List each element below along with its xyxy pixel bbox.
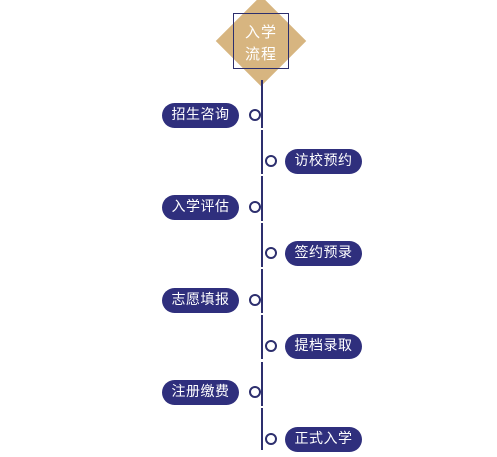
step-pill-3: 入学评估 <box>162 195 239 221</box>
header-title-line-2: 流程 <box>244 45 277 63</box>
step-pill-8: 正式入学 <box>285 426 362 452</box>
timeline-segment <box>261 222 263 267</box>
step-pill-6: 提档录取 <box>285 334 362 359</box>
timeline-segment <box>261 80 263 128</box>
timeline-node-marker <box>249 201 261 214</box>
timeline-node-marker <box>249 386 261 399</box>
timeline-node-marker <box>249 293 261 306</box>
step-pill-1: 招生咨询 <box>162 102 239 128</box>
timeline-segment <box>261 361 263 406</box>
header-frame <box>233 13 289 69</box>
timeline-segment <box>261 268 263 314</box>
timeline-node-marker <box>265 432 277 445</box>
timeline-node-marker <box>265 340 277 352</box>
step-pill-2: 访校预约 <box>285 148 362 174</box>
timeline-segment <box>261 315 263 360</box>
timeline-segment <box>261 176 263 221</box>
header-title: 入学 流程 <box>231 18 291 68</box>
timeline-segment <box>261 130 263 175</box>
step-pill-5: 志愿填报 <box>162 287 239 313</box>
header-title-line-1: 入学 <box>244 23 277 41</box>
timeline-segment <box>261 407 263 450</box>
timeline-node-marker <box>265 154 277 167</box>
timeline-node-marker <box>249 108 261 121</box>
step-pill-7: 注册缴费 <box>162 380 239 406</box>
step-pill-4: 签约预录 <box>285 241 362 267</box>
timeline-node-marker <box>265 247 277 260</box>
